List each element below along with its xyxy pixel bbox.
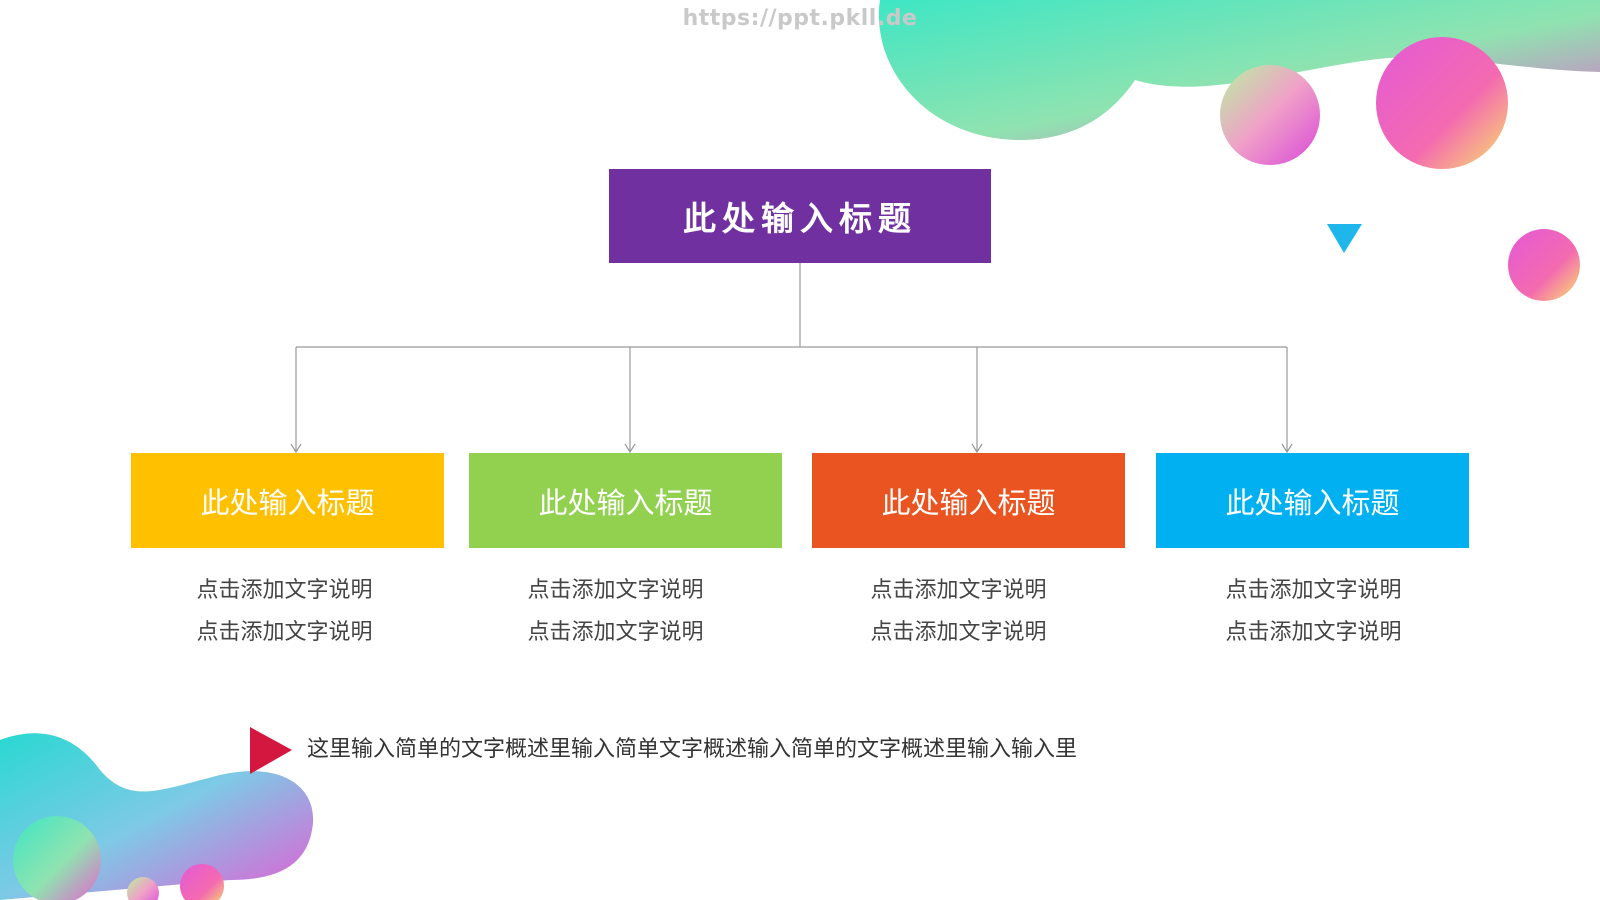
root-title-box: 此处输入标题 — [609, 169, 991, 263]
child-desc-4: 点击添加文字说明 点击添加文字说明 — [1157, 570, 1470, 654]
child-box-2: 此处输入标题 — [469, 453, 782, 548]
child-box-1: 此处输入标题 — [131, 453, 444, 548]
child-desc-1: 点击添加文字说明 点击添加文字说明 — [128, 570, 441, 654]
child-desc-2: 点击添加文字说明 点击添加文字说明 — [459, 570, 772, 654]
desc-line: 点击添加文字说明 — [870, 578, 1047, 603]
desc-line: 点击添加文字说明 — [196, 620, 373, 645]
blue-triangle-icon — [1327, 224, 1362, 253]
desc-line: 点击添加文字说明 — [870, 620, 1047, 645]
child-box-4: 此处输入标题 — [1156, 453, 1469, 548]
desc-line: 点击添加文字说明 — [527, 578, 704, 603]
child-title-1: 此处输入标题 — [200, 485, 375, 520]
red-triangle-icon — [250, 727, 292, 774]
summary-text: 这里输入简单的文字概述里输入简单文字概述输入简单的文字概述里输入输入里 — [307, 737, 1078, 762]
child-desc-3: 点击添加文字说明 点击添加文字说明 — [802, 570, 1115, 654]
desc-line: 点击添加文字说明 — [1225, 620, 1402, 645]
watermark-url: https://ppt.pkll.de — [682, 6, 918, 31]
child-title-3: 此处输入标题 — [881, 485, 1056, 520]
desc-line: 点击添加文字说明 — [527, 620, 704, 645]
bottom-left-blob — [0, 733, 314, 900]
child-title-2: 此处输入标题 — [538, 485, 713, 520]
root-title: 此处输入标题 — [683, 199, 917, 238]
child-title-4: 此处输入标题 — [1225, 485, 1400, 520]
child-box-3: 此处输入标题 — [812, 453, 1125, 548]
top-right-blob — [878, 0, 1600, 301]
desc-line: 点击添加文字说明 — [1225, 578, 1402, 603]
desc-line: 点击添加文字说明 — [196, 578, 373, 603]
